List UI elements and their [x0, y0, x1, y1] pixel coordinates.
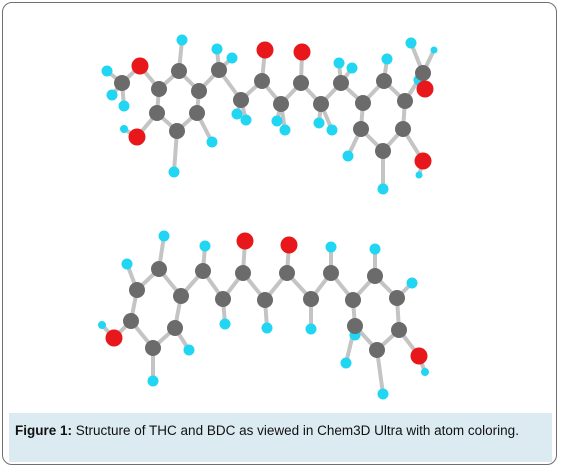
thc-hydrogen-atom: [346, 62, 358, 74]
thc-hydrogen-atom: [326, 124, 338, 136]
bdc-hydrogen-atom: [183, 344, 195, 356]
thc-hydrogen-atom: [271, 115, 283, 127]
thc-carbon-atom: [333, 75, 349, 91]
thc-molecule: [101, 34, 438, 195]
thc-hydrogen-atom: [333, 57, 345, 69]
caption-label: Figure 1:: [15, 423, 73, 438]
thc-carbon-atom: [189, 105, 205, 121]
thc-carbon-atom: [353, 121, 369, 137]
bdc-carbon-atom: [369, 342, 385, 358]
thc-oxygen-atom: [128, 128, 146, 146]
bdc-carbon-atom: [279, 265, 295, 281]
bdc-hydrogen-atom: [121, 258, 133, 270]
bdc-carbon-atom: [123, 313, 139, 329]
thc-hydrogen-atom: [313, 117, 325, 129]
thc-hydrogen-atom: [168, 166, 180, 178]
thc-hydrogen-atom: [206, 136, 218, 148]
bdc-carbon-atom: [389, 290, 405, 306]
thc-carbon-atom: [395, 121, 411, 137]
bdc-oxygen-atom: [280, 236, 298, 254]
bdc-carbon-atom: [257, 292, 273, 308]
bdc-carbon-atom: [145, 340, 161, 356]
thc-carbon-atom: [375, 143, 391, 159]
bdc-hydrogen-atom: [406, 277, 418, 289]
thc-oxygen-atom: [416, 80, 434, 98]
bdc-carbon-atom: [391, 322, 407, 338]
thc-carbon-atom: [211, 62, 227, 78]
thc-carbon-atom: [171, 63, 187, 79]
thc-carbon-atom: [169, 123, 185, 139]
thc-hydrogen-atom: [342, 150, 354, 162]
bdc-hydrogen-atom: [325, 241, 337, 253]
thc-oxygen-atom: [414, 152, 432, 170]
bdc-carbon-atom: [367, 268, 383, 284]
thc-hydrogen-atom: [279, 124, 291, 136]
thc-hydrogen-atom: [101, 65, 113, 77]
bdc-hydrogen-atom: [147, 375, 159, 387]
bdc-oxygen-atom: [236, 232, 254, 250]
bdc-carbon-atom: [235, 265, 251, 281]
thc-carbon-atom: [313, 96, 329, 112]
bdc-hydrogen-atom: [199, 240, 211, 252]
bdc-carbon-atom: [129, 282, 145, 298]
thc-carbon-atom: [151, 81, 167, 97]
bdc-carbon-atom: [151, 261, 167, 277]
bdc-hydrogen-atom: [369, 243, 381, 255]
thc-hydrogen-atom: [231, 108, 243, 120]
thc-oxygen-atom: [256, 41, 274, 59]
bdc-hydrogen-atom: [305, 323, 317, 335]
thc-carbon-atom: [293, 75, 309, 91]
thc-hydrogen-atom: [430, 46, 438, 54]
thc-hydrogen-atom: [381, 53, 393, 65]
bdc-molecule: [98, 230, 429, 400]
bdc-hydrogen-atom: [261, 322, 273, 334]
bdc-hydrogen-atom: [219, 318, 231, 330]
thc-carbon-atom: [254, 73, 270, 89]
bdc-oxygen-atom: [105, 329, 123, 347]
thc-carbon-atom: [114, 75, 130, 91]
figure-frame: Figure 1: Structure of THC and BDC as vi…: [2, 2, 557, 465]
thc-hydrogen-atom: [211, 43, 223, 55]
thc-hydrogen-atom: [405, 37, 417, 49]
bdc-hydrogen-atom: [158, 230, 170, 242]
thc-hydrogen-atom: [176, 34, 188, 46]
bdc-hydrogen-atom: [377, 388, 389, 400]
bdc-carbon-atom: [323, 265, 339, 281]
bdc-carbon-atom: [347, 318, 363, 334]
thc-carbon-atom: [415, 65, 431, 81]
thc-carbon-atom: [355, 95, 371, 111]
thc-hydrogen-atom: [415, 171, 423, 179]
thc-hydrogen-atom: [120, 125, 128, 133]
bdc-hydrogen-atom: [340, 357, 352, 369]
bdc-oxygen-atom: [410, 347, 428, 365]
figure-caption: Figure 1: Structure of THC and BDC as vi…: [9, 413, 552, 462]
bdc-carbon-atom: [167, 320, 183, 336]
thc-hydrogen-atom: [240, 114, 252, 126]
thc-carbon-atom: [191, 83, 207, 99]
bdc-carbon-atom: [345, 292, 361, 308]
bdc-carbon-atom: [195, 263, 211, 279]
thc-oxygen-atom: [293, 43, 311, 61]
bdc-bonds: [100, 234, 427, 396]
thc-carbon-atom: [233, 92, 249, 108]
caption-text: Structure of THC and BDC as viewed in Ch…: [72, 423, 519, 438]
thc-hydrogen-atom: [226, 52, 238, 64]
bdc-hydrogen-atom: [421, 368, 429, 376]
thc-hydrogen-atom: [118, 100, 130, 112]
thc-carbon-atom: [149, 105, 165, 121]
bdc-carbon-atom: [303, 291, 319, 307]
bdc-carbon-atom: [173, 288, 189, 304]
thc-carbon-atom: [376, 73, 392, 89]
bdc-hydrogen-atom: [98, 321, 106, 329]
bdc-carbon-atom: [215, 291, 231, 307]
thc-hydrogen-atom: [106, 89, 118, 101]
thc-hydrogen-atom: [377, 183, 389, 195]
molecule-structures: [98, 34, 438, 400]
thc-oxygen-atom: [131, 57, 149, 75]
thc-carbon-atom: [273, 96, 289, 112]
thc-carbon-atom: [397, 93, 413, 109]
